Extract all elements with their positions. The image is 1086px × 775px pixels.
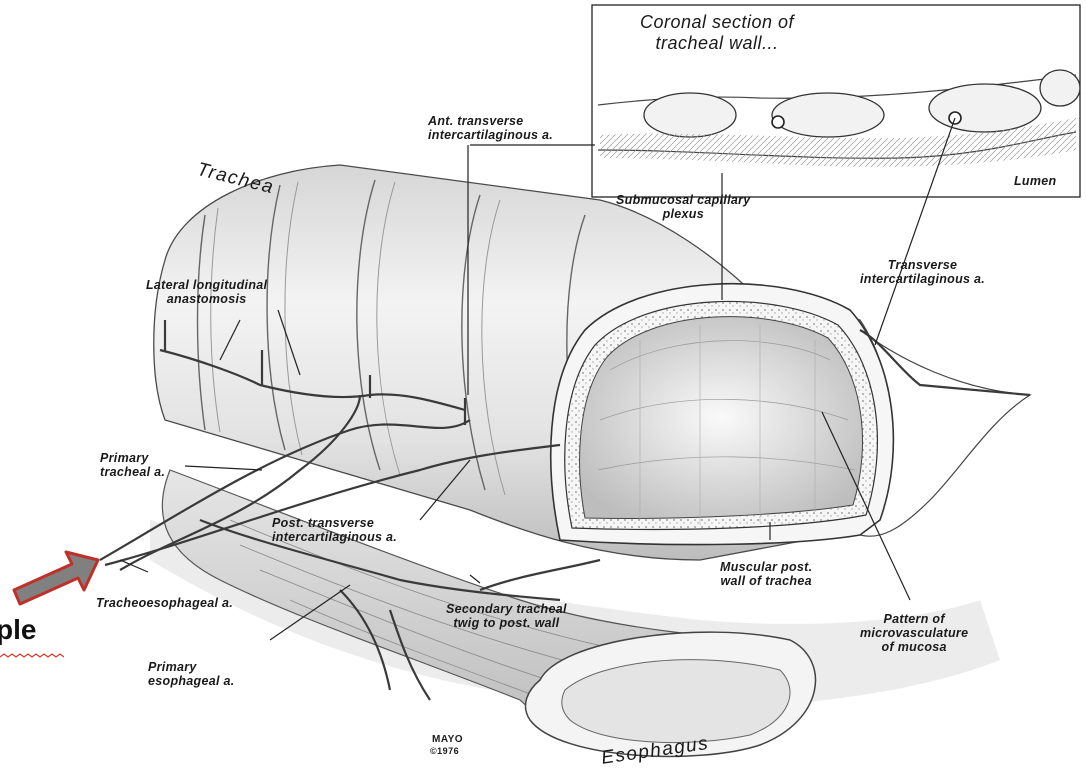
label-pattern: Pattern of microvasculature of mucosa — [860, 612, 968, 654]
inset-title: Coronal section of tracheal wall... — [612, 12, 822, 54]
label-post-transverse: Post. transverse intercartilaginous a. — [272, 516, 397, 544]
arrow-icon — [14, 552, 98, 604]
label-primary-esophageal: Primary esophageal a. — [148, 660, 235, 688]
label-lumen: Lumen — [1014, 174, 1056, 188]
label-primary-tracheal: Primary tracheal a. — [100, 451, 165, 479]
mayo-mark: MAYO — [432, 734, 463, 745]
copyright-mark: ©1976 — [430, 746, 459, 757]
cropped-text: ple — [0, 614, 36, 646]
label-muscular: Muscular post. wall of trachea — [720, 560, 812, 588]
label-submucosal: Submucosal capillary plexus — [616, 193, 751, 221]
label-lateral-longitudinal: Lateral longitudinal anastomosis — [146, 278, 267, 306]
label-ant-transverse: Ant. transverse intercartilaginous a. — [428, 114, 553, 142]
label-secondary-tracheal: Secondary tracheal twig to post. wall — [446, 602, 567, 630]
label-tracheoesophageal: Tracheoesophageal a. — [96, 596, 233, 610]
trachea-cross-section — [551, 284, 1030, 545]
label-transverse: Transverse intercartilaginous a. — [860, 258, 985, 286]
spellcheck-underline — [0, 653, 64, 661]
